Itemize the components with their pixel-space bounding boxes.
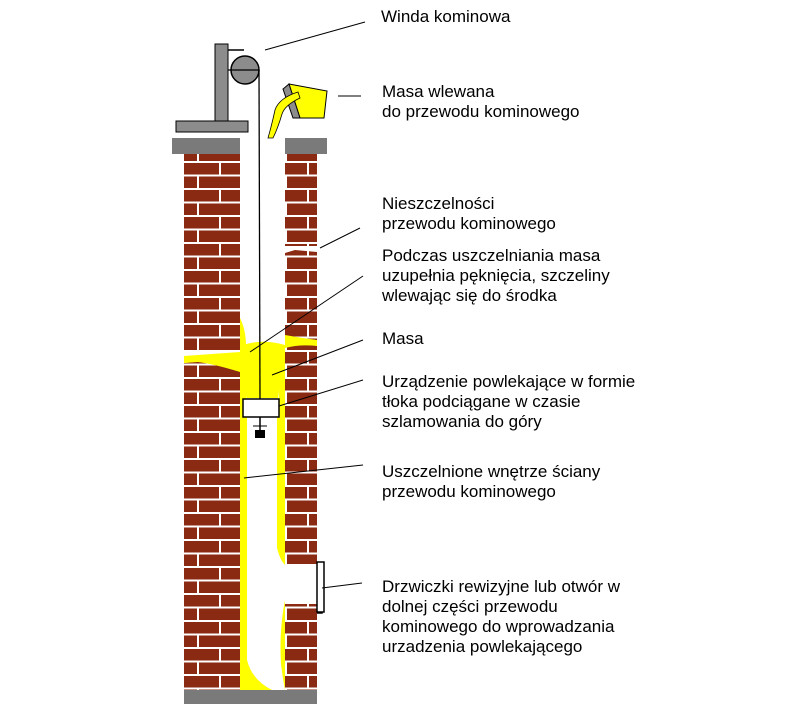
leader-leaks bbox=[319, 227, 361, 249]
brick-wall-left bbox=[184, 154, 240, 690]
chimney-base bbox=[184, 690, 317, 704]
leader-sealing bbox=[249, 275, 364, 353]
winch-post bbox=[214, 43, 229, 125]
mass-stream bbox=[267, 91, 301, 139]
inspection-door-opening bbox=[285, 564, 317, 604]
label-sealed-inner: Uszczelnione wnętrze ściany przewodu kom… bbox=[382, 462, 601, 501]
leader-winch bbox=[264, 21, 366, 51]
sealant-lining-right bbox=[277, 355, 285, 690]
sealant-mass-above-piston bbox=[240, 341, 285, 398]
label-mass: Masa bbox=[382, 329, 424, 348]
leader-piston bbox=[278, 379, 364, 407]
leader-mass bbox=[271, 339, 364, 376]
label-door: Drzwiczki rewizyjne lub otwór w dolnej c… bbox=[382, 577, 621, 656]
coating-piston bbox=[242, 398, 280, 418]
leader-sealed-inner bbox=[243, 464, 364, 479]
inspection-door bbox=[316, 561, 325, 613]
label-piston: Urządzenie powlekające w formie tłoka po… bbox=[382, 372, 636, 431]
piston-weight bbox=[255, 430, 265, 438]
label-winch: Winda kominowa bbox=[381, 7, 511, 26]
chimney-cap-right bbox=[285, 138, 327, 154]
label-mass-poured: Masa wlewana do przewodu kominowego bbox=[382, 82, 580, 121]
winch-base bbox=[175, 120, 249, 133]
sealant-in-left-crack bbox=[184, 352, 240, 372]
brick-wall-right bbox=[285, 154, 317, 690]
label-sealing: Podczas uszczelniania masa uzupełnia pęk… bbox=[382, 246, 610, 305]
chimney-cap-left bbox=[172, 138, 240, 154]
label-leaks: Nieszczelności przewodu kominowego bbox=[382, 194, 556, 233]
crack-upper-right bbox=[285, 246, 317, 253]
leader-door bbox=[321, 582, 363, 589]
sealant-in-right-crack bbox=[285, 335, 317, 348]
